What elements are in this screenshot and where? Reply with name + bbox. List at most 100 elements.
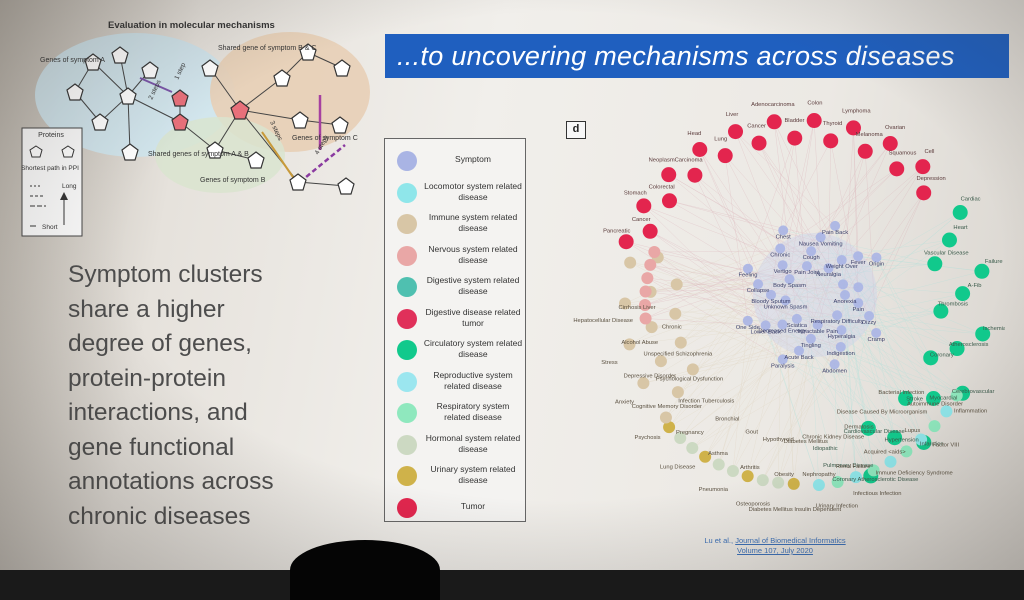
disease-node <box>742 470 754 482</box>
node-label: Obesity <box>774 472 794 478</box>
node-label: Hyperalgia <box>828 334 856 340</box>
network-edge <box>835 169 897 226</box>
body-line: share a higher <box>68 293 368 328</box>
disease-node <box>728 124 743 139</box>
legend-label: Digestive system related disease <box>423 275 523 297</box>
disease-node <box>687 168 702 183</box>
node-label: Factor VIII <box>932 443 959 449</box>
mechanism-diagram: Proteins Shortest path in PPI Long Short… <box>0 0 380 240</box>
disease-node <box>915 159 930 174</box>
node-label: Inflammation <box>954 409 987 415</box>
disease-node <box>644 259 656 271</box>
node-label: Cancer <box>747 123 766 129</box>
node-label: Fever <box>851 260 866 266</box>
legend-label: Immune system related disease <box>423 212 523 234</box>
node-label: Chest <box>776 234 792 240</box>
legend-swatch <box>397 498 417 518</box>
node-label: Paralysis <box>771 363 795 369</box>
audience-head-silhouette <box>290 540 440 600</box>
legend-item: Digestive disease related tumor <box>391 305 523 333</box>
legend-item: Locomotor system related disease <box>391 179 523 207</box>
legend-swatch <box>397 151 417 171</box>
node-label: Anorexia <box>834 299 858 305</box>
key-long-label: Long <box>62 183 77 190</box>
node-label: A-Fib <box>968 283 982 289</box>
network-edge <box>814 121 820 238</box>
disease-node <box>953 205 968 220</box>
disease-node <box>671 278 683 290</box>
node-label: Cardiac <box>961 197 981 203</box>
key-proteins-label: Proteins <box>38 132 64 139</box>
node-label: Tingling <box>801 343 821 349</box>
node-label: Carcinoma <box>675 157 704 163</box>
disease-node <box>661 167 676 182</box>
node-label: Osteoporosis <box>736 501 770 507</box>
legend-item: Symptom <box>391 147 523 175</box>
disease-node <box>927 256 942 271</box>
disease-node <box>858 144 873 159</box>
node-label: Melanoma <box>856 132 884 138</box>
disease-node <box>643 224 658 239</box>
node-label: Coronary <box>930 352 954 358</box>
legend-item: Respiratory system related disease <box>391 399 523 427</box>
legend-swatch <box>397 435 417 455</box>
disease-node <box>692 142 707 157</box>
disease-node <box>640 313 652 325</box>
disease-node <box>640 285 652 297</box>
network-edge <box>725 156 748 321</box>
legend-swatch <box>397 277 417 297</box>
node-label: Bladder <box>784 118 804 124</box>
disease-node <box>813 479 825 491</box>
disease-node <box>807 113 822 128</box>
legend-item: Digestive system related disease <box>391 273 523 301</box>
node-label: Cirrhosis Liver <box>619 305 656 311</box>
legend-swatch <box>397 403 417 423</box>
citation-volume: Volume 107, July 2020 <box>737 546 813 555</box>
disease-node <box>727 465 739 477</box>
node-label: Gout <box>745 430 758 436</box>
node-label: Cerebrovascular <box>952 389 995 395</box>
legend-label: Symptom <box>423 154 523 165</box>
node-label: Pregnancy <box>676 430 704 436</box>
node-label: Colorectal <box>649 185 675 191</box>
body-line: Symptom clusters <box>68 258 368 293</box>
network-edge <box>876 257 946 411</box>
node-label: Cell <box>924 149 934 155</box>
node-label: Nephropathy <box>802 472 835 478</box>
legend-label: Urinary system related disease <box>423 464 523 486</box>
disease-node <box>787 131 802 146</box>
node-label: Lung Disease <box>660 464 695 470</box>
legend-label: Tumor <box>423 501 523 512</box>
legend-label: Reproductive system related disease <box>423 370 523 392</box>
node-label: Cognitive Memory Disorder <box>632 404 702 410</box>
body-line: annotations across <box>68 465 368 500</box>
disease-node <box>619 234 634 249</box>
node-label: Feeling <box>738 273 757 279</box>
genes-symptom-a-label: Genes of symptom A <box>40 57 105 64</box>
disease-node <box>883 136 898 151</box>
legend-item: Reproductive system related disease <box>391 368 523 396</box>
node-label: Neoplasm <box>649 158 675 164</box>
node-label: Bloody Sputum <box>751 299 790 305</box>
node-label: Infectious Infection <box>853 491 901 497</box>
node-label: Pneumonia <box>699 487 729 493</box>
legend-swatch <box>397 466 417 486</box>
disease-node <box>767 114 782 129</box>
node-label: Adenocarcinoma <box>751 102 795 108</box>
node-label: Hypothyroid <box>763 437 794 443</box>
disease-node <box>823 133 838 148</box>
network-edge <box>733 321 748 471</box>
node-label: Unspecified Schizophrenia <box>644 352 713 358</box>
legend-swatch <box>397 183 417 203</box>
disease-node <box>718 148 733 163</box>
node-label: Autoimmune Disorder <box>907 401 963 407</box>
body-line: interactions, and <box>68 396 368 431</box>
network-edge <box>736 132 836 226</box>
legend-label: Locomotor system related disease <box>423 181 523 203</box>
network-edge <box>876 294 962 333</box>
legend-label: Respiratory system related disease <box>423 401 523 423</box>
node-label: Acquired <aids> <box>864 449 907 455</box>
genes-symptom-b-label: Genes of symptom B <box>200 177 266 184</box>
node-label: Lupus <box>905 428 921 434</box>
disease-node <box>889 161 904 176</box>
